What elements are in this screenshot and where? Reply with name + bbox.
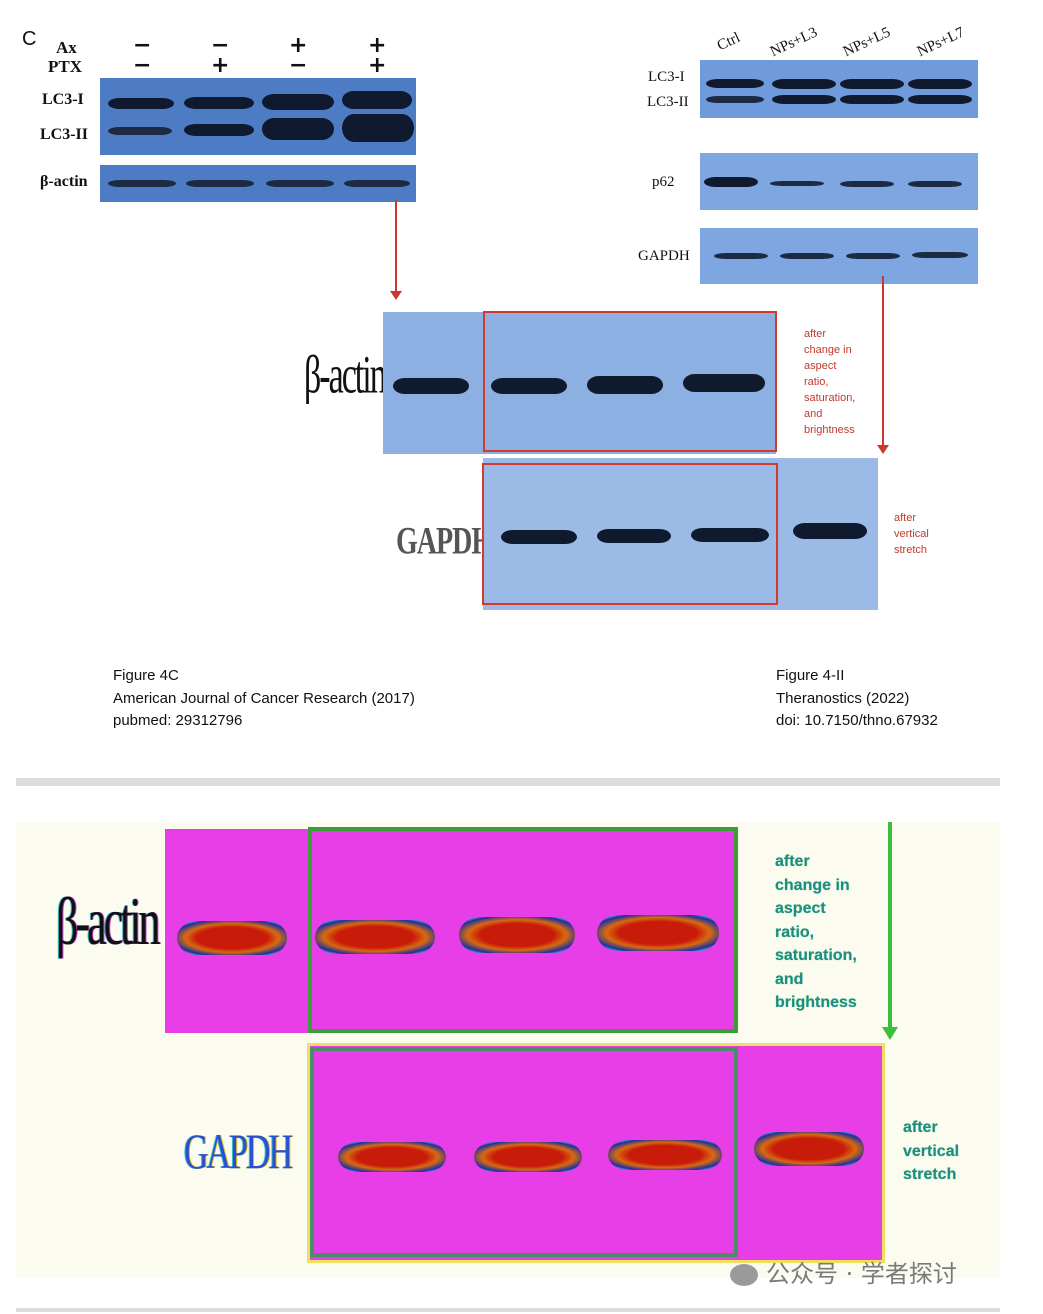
note-gapdh: after vertical stretch — [894, 510, 929, 558]
note-line: saturation, — [804, 392, 856, 404]
wechat-icon — [730, 1264, 758, 1286]
watermark-text: 公众号 · 学者探讨 — [766, 1260, 957, 1288]
note-line: ratio, — [804, 376, 829, 388]
beta-actin-blot — [100, 165, 416, 202]
note-line: after — [894, 512, 917, 524]
note-line: vertical — [903, 1142, 960, 1160]
note-line: after — [775, 853, 810, 870]
note-gapdh: after vertical stretch — [903, 1116, 959, 1187]
caption-line: American Journal of Cancer Research (201… — [113, 689, 415, 707]
blot-label-p62: p62 — [652, 174, 675, 190]
gapdh-blot — [700, 228, 978, 284]
beta-actin-heatmap-blot — [165, 829, 738, 1033]
note-line: aspect — [775, 900, 826, 917]
note-line: saturation, — [775, 947, 857, 964]
beta-actin-large-label: β-actin — [304, 346, 387, 406]
highlight-box — [310, 1047, 738, 1257]
green-arrow — [882, 822, 898, 1040]
highlight-box — [482, 463, 778, 605]
note-beta-actin: after change in aspect ratio, saturation… — [775, 850, 857, 1015]
lane-sign: − — [133, 33, 152, 58]
panel-letter: C — [22, 28, 37, 50]
caption-left: Figure 4C American Journal of Cancer Res… — [113, 665, 415, 733]
highlight-box — [483, 311, 777, 452]
caption-line: Figure 4C — [113, 667, 179, 684]
note-line: stretch — [903, 1166, 957, 1183]
note-line: and — [775, 970, 804, 988]
caption-line: doi: 10.7150/thno.67932 — [776, 712, 938, 729]
gapdh-large-label: GAPDH — [396, 520, 493, 564]
beta-actin-enlarged-blot — [383, 312, 776, 454]
lane-label: Ctrl — [714, 29, 743, 55]
lc3-blot — [700, 60, 978, 118]
p62-blot — [700, 153, 978, 210]
gapdh-enlarged-blot — [483, 458, 878, 610]
lane-sign: + — [368, 53, 387, 78]
note-line: vertical — [894, 528, 929, 540]
note-line: after — [804, 328, 827, 340]
lane-sign: − — [133, 53, 152, 78]
caption-right: Figure 4-II Theranostics (2022) doi: 10.… — [776, 665, 938, 733]
lane-sign: + — [211, 53, 230, 78]
lane-label: NPs+L5 — [840, 24, 894, 61]
note-beta-actin: after change in aspect ratio, saturation… — [804, 326, 855, 438]
lc3-blot — [100, 78, 416, 155]
note-line: change in — [804, 344, 852, 356]
watermark: 公众号 · 学者探讨 — [730, 1254, 957, 1289]
red-arrow — [390, 200, 402, 300]
lane-sign: + — [289, 33, 308, 58]
caption-line: Figure 4-II — [776, 667, 845, 684]
lane-sign: − — [289, 53, 308, 78]
blot-label-lc3-ii: LC3-II — [647, 94, 689, 110]
highlight-box — [308, 827, 738, 1033]
caption-line: Theranostics (2022) — [776, 689, 910, 707]
row-label-ax: Ax — [56, 38, 77, 57]
lane-label: NPs+L3 — [767, 24, 821, 61]
lane-label: NPs+L7 — [914, 24, 968, 61]
note-line: and — [804, 408, 823, 420]
divider — [16, 778, 1000, 786]
note-line: after — [903, 1119, 938, 1136]
note-line: change in — [775, 876, 850, 894]
blot-label-gapdh: GAPDH — [638, 248, 690, 264]
row-label-ptx: PTX — [48, 57, 82, 76]
gapdh-heatmap-label: GAPDH — [184, 1126, 293, 1180]
bottom-divider — [16, 1308, 1000, 1312]
blot-label-lc3-ii: LC3-II — [40, 126, 89, 143]
blot-label-lc3-i: LC3-I — [42, 91, 84, 108]
note-line: ratio, — [775, 923, 815, 941]
gapdh-heatmap-blot — [310, 1046, 882, 1260]
beta-actin-heatmap-label: β-actin — [56, 883, 161, 960]
blot-label-lc3-i: LC3-I — [648, 69, 685, 85]
lane-sign: − — [211, 33, 230, 58]
note-line: stretch — [894, 544, 928, 556]
note-line: aspect — [804, 360, 837, 372]
red-arrow — [877, 276, 889, 454]
lane-sign: + — [368, 33, 387, 58]
note-line: brightness — [804, 424, 855, 436]
caption-line: pubmed: 29312796 — [113, 712, 243, 729]
blot-label-beta-actin: β-actin — [40, 173, 88, 190]
note-line: brightness — [775, 994, 857, 1011]
